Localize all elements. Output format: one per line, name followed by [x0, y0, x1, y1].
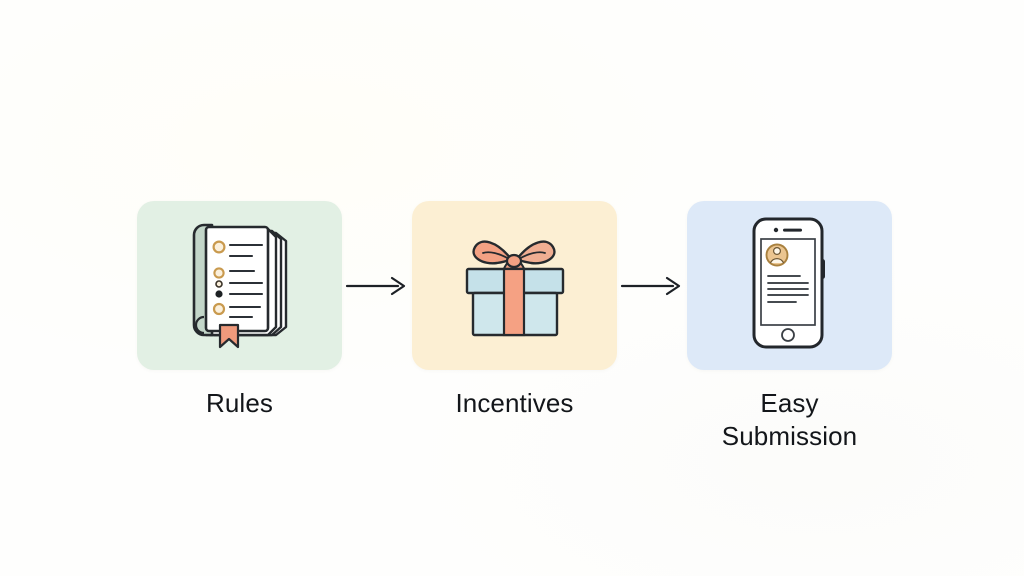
notebook-rules-icon	[180, 221, 300, 350]
arrow-incentives-to-submission	[617, 201, 687, 370]
step-label-easy-submission: Easy Submission	[722, 387, 857, 453]
process-flow-diagram: Rules	[137, 201, 892, 453]
flow-step-incentives[interactable]: Incentives	[412, 201, 617, 420]
step-label-rules: Rules	[206, 388, 273, 418]
gift-box-icon	[453, 225, 577, 346]
step-label-line-2: Submission	[721, 421, 858, 451]
step-card-rules[interactable]	[137, 201, 342, 370]
step-label-incentives: Incentives	[455, 388, 574, 418]
flow-step-easy-submission[interactable]: Easy Submission	[687, 201, 892, 453]
flow-step-rules[interactable]: Rules	[137, 201, 342, 420]
step-card-easy-submission[interactable]	[687, 201, 892, 370]
mobile-submission-icon	[744, 215, 836, 356]
arrow-rules-to-incentives	[342, 201, 412, 370]
step-card-incentives[interactable]	[412, 201, 617, 370]
step-label-line-1: Easy	[760, 388, 819, 418]
